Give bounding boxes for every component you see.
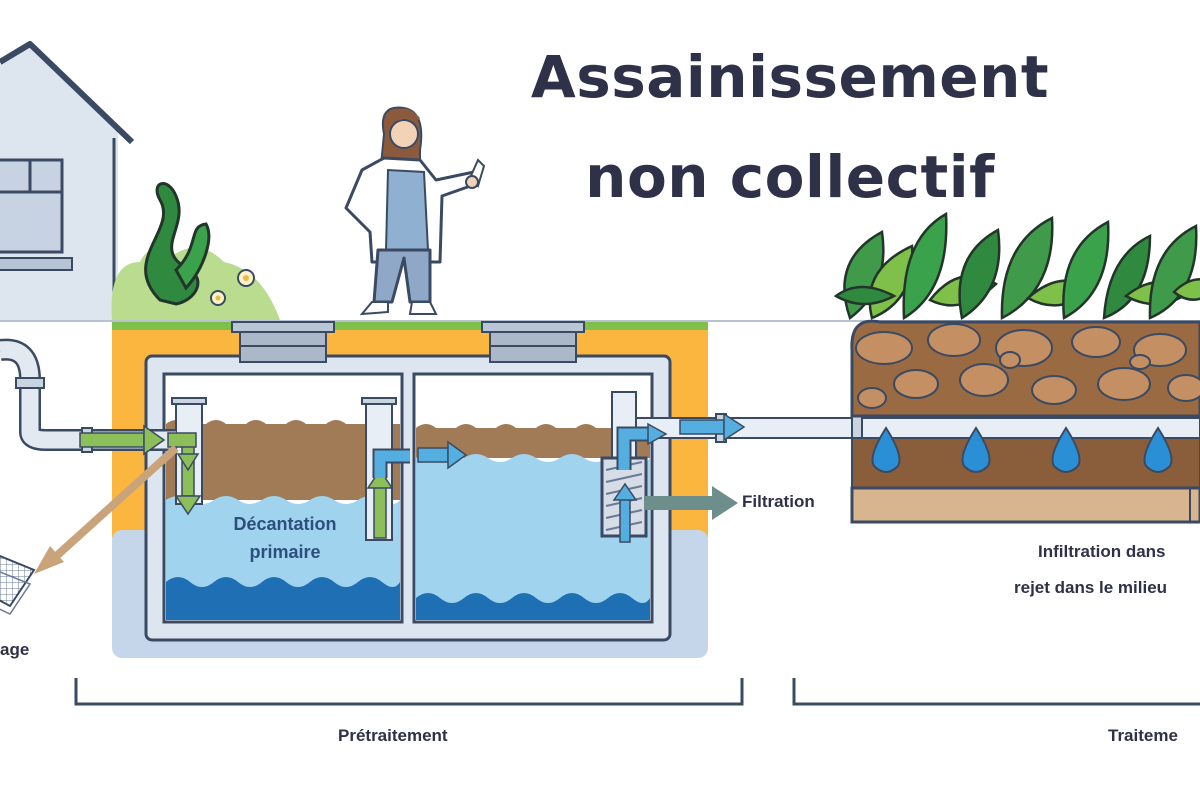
flow-arrow-sludge: [34, 445, 179, 574]
flow-arrow-down: [167, 432, 202, 516]
flower-icon: [210, 269, 255, 306]
plant-leaves: [833, 211, 1200, 321]
drainage-field: [850, 319, 1200, 524]
bracket-pretraitement: [74, 678, 744, 706]
tank-chamber-primary: [162, 372, 404, 624]
filtration-label: Filtration: [742, 492, 815, 511]
page-title-line1: Assainissement: [530, 43, 1050, 111]
house: [0, 41, 135, 320]
manhole-cover: [231, 321, 335, 363]
pretraitement-label: Prétraitement: [338, 726, 448, 745]
traitement-label: Traiteme: [1108, 726, 1178, 745]
flow-arrow-up: [366, 468, 394, 539]
bush: [111, 182, 280, 320]
disposal-grid-icon: [0, 554, 36, 615]
house-window: [0, 158, 73, 271]
page-title-line2: non collectif: [585, 143, 995, 211]
decantation-label-line1: Décantation: [233, 514, 337, 534]
decantation-label: Décantation primaire: [210, 510, 360, 566]
soil-stones: [855, 323, 1200, 409]
manhole-cover: [481, 321, 585, 363]
decantation-label-line2: primaire: [249, 542, 321, 562]
ground-grass: [112, 320, 708, 330]
septic-tank: [144, 321, 672, 642]
flow-arrow-filtration: [644, 486, 738, 520]
flow-arrow-outlet: [612, 412, 746, 543]
infiltration-label-line2: rejet dans le milieu: [1014, 578, 1168, 597]
flow-arrow-inlet: [79, 424, 166, 456]
technician-figure: [344, 106, 486, 316]
flow-arrow-transfer: [372, 440, 468, 478]
disposal-label: age: [0, 640, 30, 659]
infiltration-label-line1: Infiltration dans: [1038, 542, 1166, 561]
bracket-traitement: [792, 678, 1200, 706]
water-drop-icon: [871, 426, 1173, 473]
